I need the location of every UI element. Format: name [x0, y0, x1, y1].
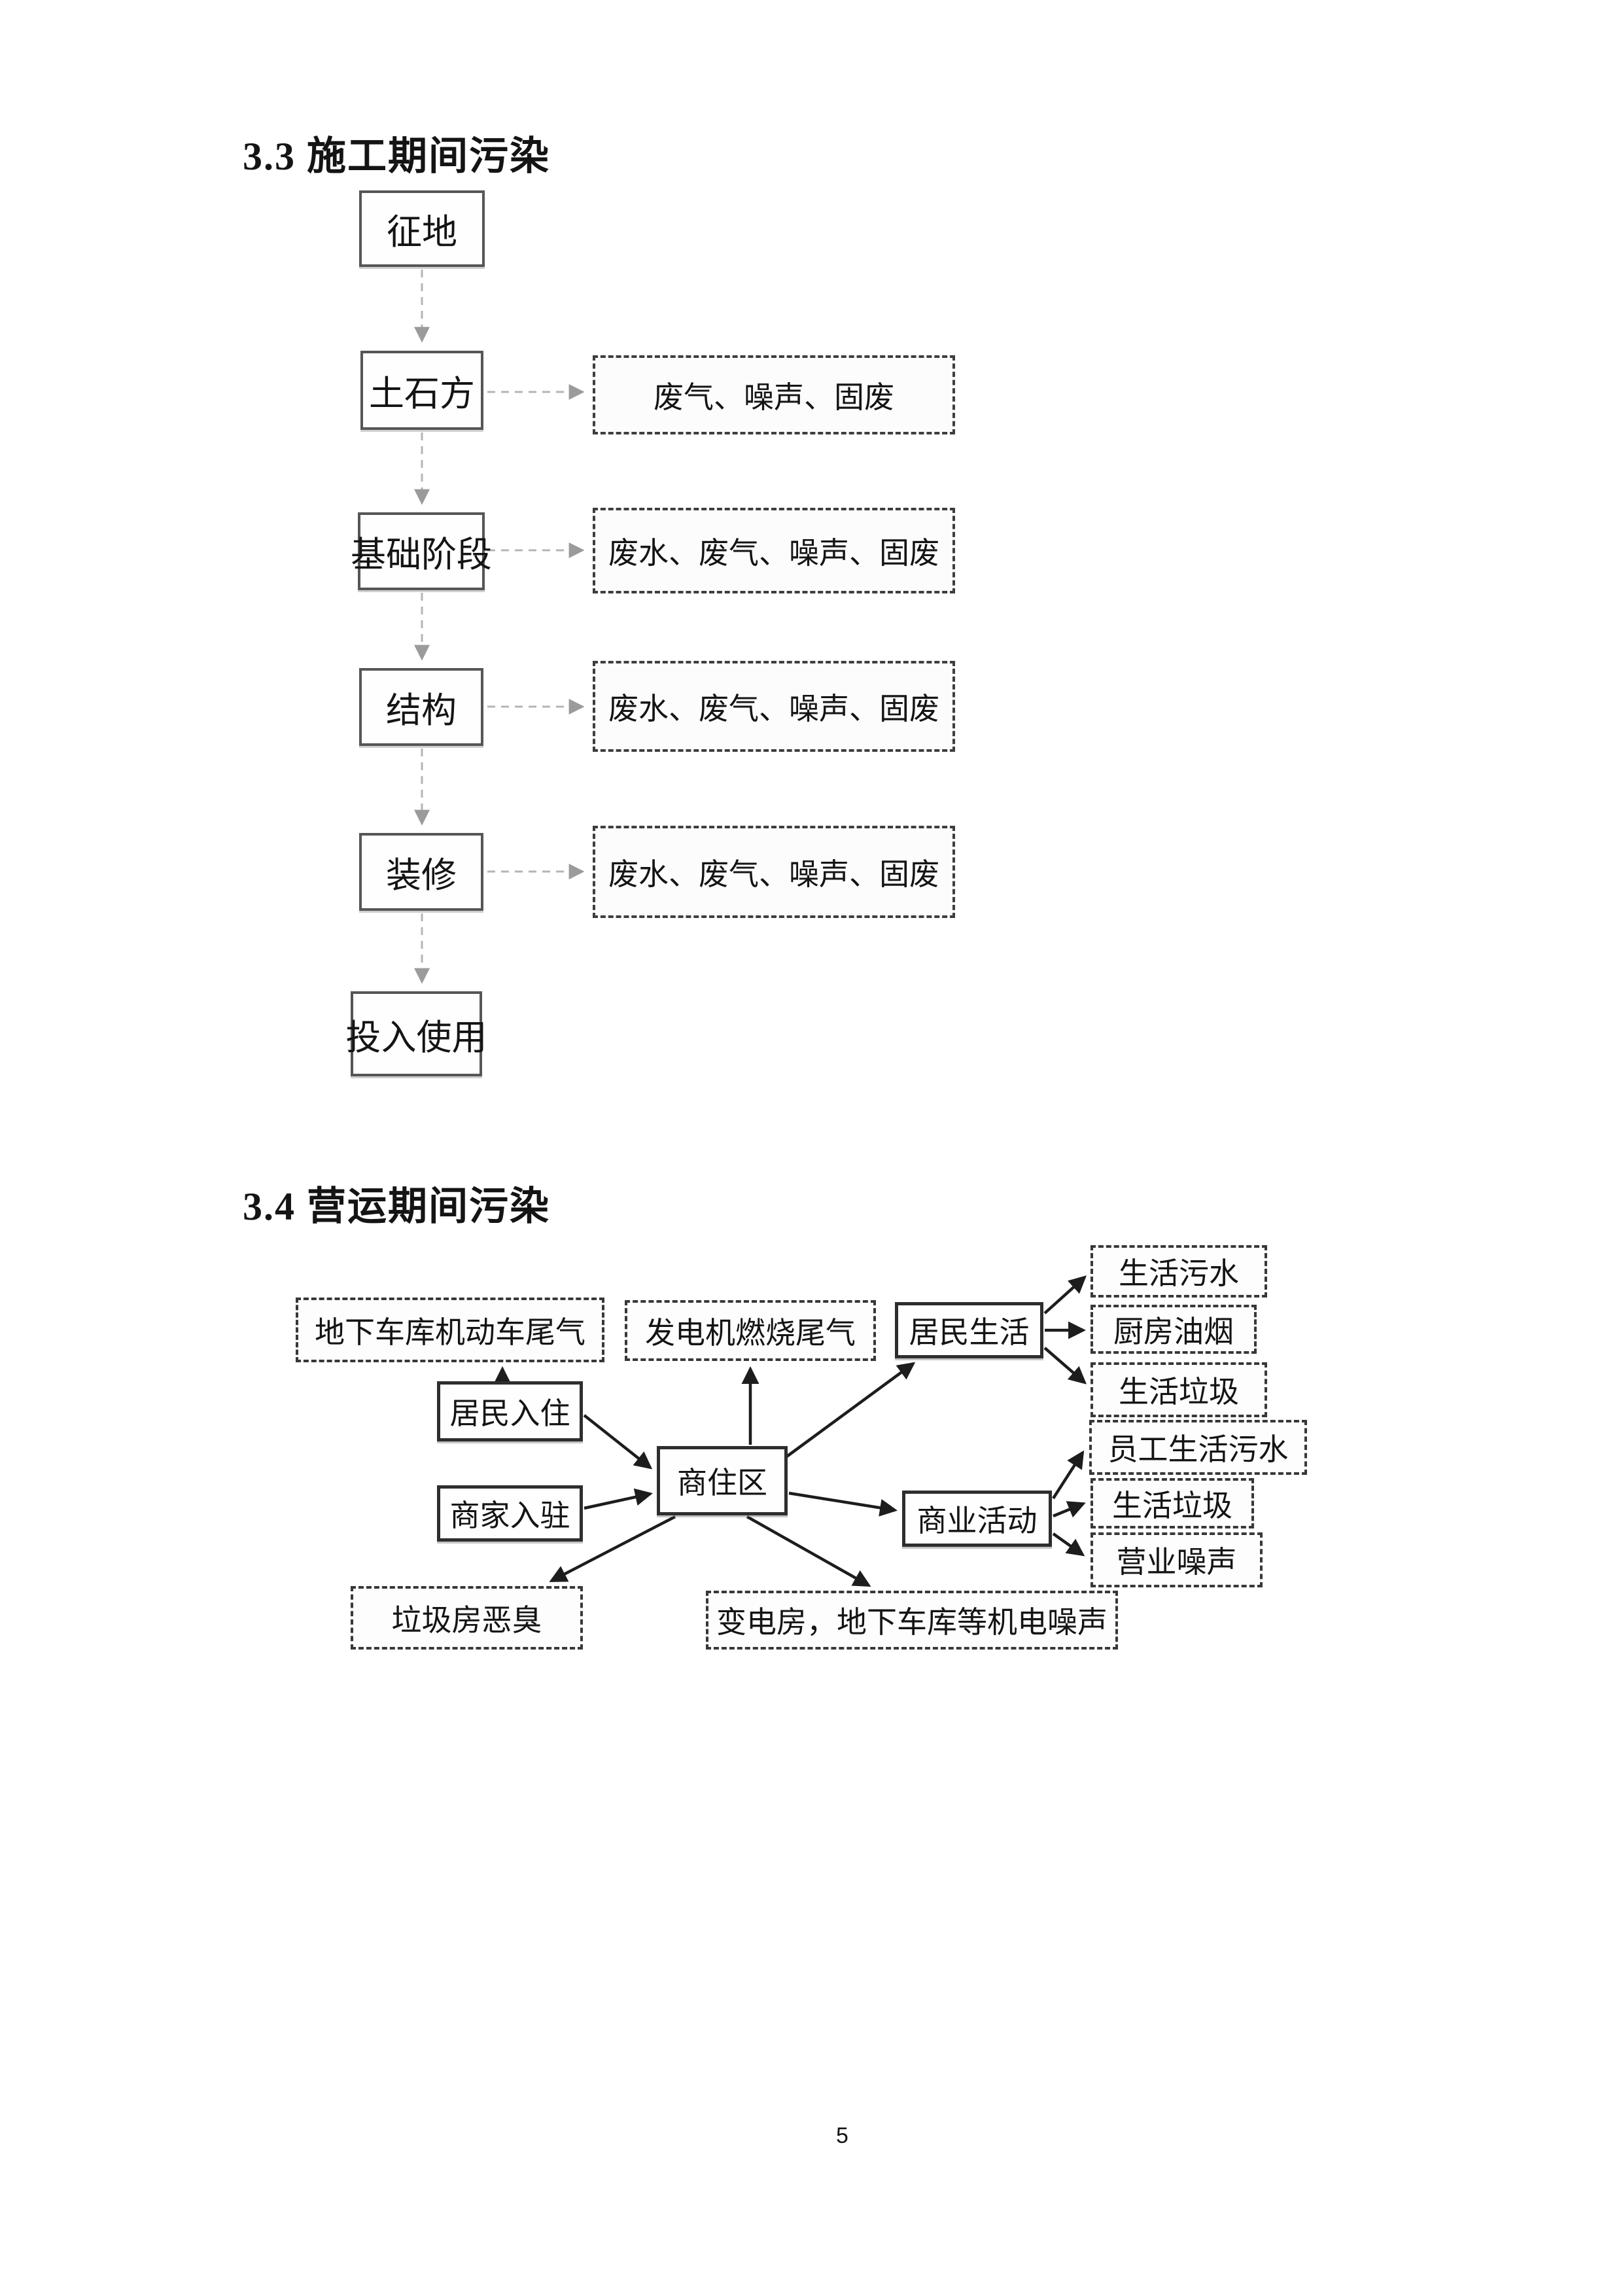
node-garage-vehicle-exhaust: 地下车库机动车尾气	[296, 1298, 604, 1362]
emission-box-decoration: 废水、废气、噪声、固废	[593, 826, 955, 918]
emission-box-foundation: 废水、废气、噪声、固废	[593, 508, 955, 593]
emission-box-earthwork: 废气、噪声、固废	[593, 355, 955, 434]
node-commercial-activity: 商业活动	[902, 1491, 1052, 1547]
stage-structure: 结构	[359, 668, 483, 746]
node-residents-move-in: 居民入住	[437, 1381, 583, 1441]
node-business-noise: 营业噪声	[1091, 1532, 1263, 1587]
section-3-4-title: 3.4 营运期间污染	[243, 1185, 550, 1228]
stage-put-into-use: 投入使用	[346, 991, 487, 1076]
node-garbage-room-odor: 垃圾房恶臭	[351, 1586, 583, 1650]
flow-horizontal-connectors	[487, 384, 585, 879]
stage-earthwork: 土石方	[360, 351, 483, 430]
node-domestic-sewage: 生活污水	[1091, 1245, 1267, 1298]
node-commercial-residential-area: 商住区	[657, 1446, 788, 1515]
node-staff-sewage: 员工生活污水	[1089, 1420, 1307, 1475]
node-resident-life: 居民生活	[895, 1302, 1043, 1358]
node-generator-exhaust: 发电机燃烧尾气	[625, 1300, 876, 1361]
emission-box-structure: 废水、废气、噪声、固废	[593, 661, 955, 752]
stage-foundation: 基础阶段	[351, 512, 492, 590]
node-merchants-move-in: 商家入驻	[437, 1485, 583, 1542]
section-3-3-title: 3.3 施工期间污染	[243, 135, 550, 178]
node-business-garbage: 生活垃圾	[1091, 1478, 1254, 1528]
node-domestic-garbage: 生活垃圾	[1091, 1362, 1267, 1417]
node-mech-electric-noise: 变电房，地下车库等机电噪声	[706, 1591, 1118, 1650]
stage-land-acquisition: 征地	[359, 190, 485, 267]
page-number: 5	[836, 2123, 848, 2148]
stage-decoration: 装修	[359, 833, 483, 911]
node-kitchen-fumes: 厨房油烟	[1091, 1305, 1257, 1354]
